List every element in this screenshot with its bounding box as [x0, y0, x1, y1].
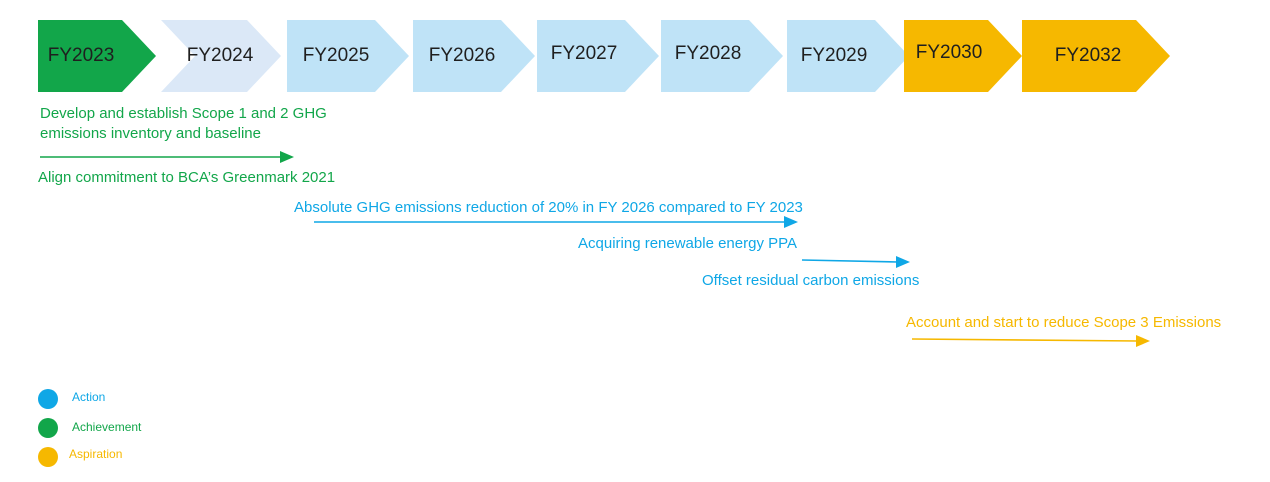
timeline-step-fy2027: FY2027	[537, 20, 659, 92]
blue-arrow-icon	[314, 216, 798, 228]
chevron-shape-icon	[38, 20, 156, 92]
timeline-step-label: FY2025	[302, 45, 370, 66]
timeline-step-label: FY2023	[47, 45, 115, 66]
blue-arrow-icon	[801, 256, 910, 268]
note-offset: Offset residual carbon emissions	[702, 272, 920, 289]
legend-label-aspiration: Aspiration	[69, 447, 123, 461]
note-greenmark: Align commitment to BCA’s Greenmark 2021	[38, 169, 336, 186]
timeline-step-fy2030: FY2030	[904, 20, 1022, 92]
timeline-step-label: FY2029	[800, 45, 868, 66]
timeline-step-fy2032: FY2032	[1022, 20, 1170, 92]
timeline-step-fy2023: FY2023	[38, 20, 156, 92]
legend-dot-aspiration	[38, 447, 58, 467]
legend-dot-action	[38, 389, 58, 409]
legend-dot-achievement	[38, 418, 58, 438]
chevron-shape-icon	[1022, 20, 1170, 92]
timeline-step-label: FY2027	[550, 43, 618, 64]
timeline-step-fy2026: FY2026	[413, 20, 535, 92]
legend-label-achievement: Achievement	[72, 420, 142, 434]
chevron-shape-icon	[287, 20, 409, 92]
timeline-step-label: FY2024	[186, 45, 254, 66]
chevron-shape-icon	[161, 20, 281, 92]
chevron-shape-icon	[904, 20, 1022, 92]
timeline-step-fy2029: FY2029	[787, 20, 909, 92]
note-absolute-reduction: Absolute GHG emissions reduction of 20% …	[294, 199, 803, 216]
amber-arrow-icon	[911, 335, 1150, 347]
green-arrow-icon	[40, 151, 294, 163]
timeline-step-fy2025: FY2025	[287, 20, 409, 92]
chevron-shape-icon	[661, 20, 783, 92]
timeline-step-label: FY2026	[428, 45, 496, 66]
chevron-shape-icon	[537, 20, 659, 92]
chevron-shape-icon	[413, 20, 535, 92]
note-develop-inventory-line-1: Develop and establish Scope 1 and 2 GHG	[40, 105, 327, 122]
note-renewable-ppa: Acquiring renewable energy PPA	[578, 235, 798, 252]
note-develop-inventory-line-2: emissions inventory and baseline	[40, 125, 261, 142]
timeline-step-label: FY2028	[674, 43, 742, 64]
timeline-step-label: FY2032	[1054, 45, 1122, 66]
timeline-step-fy2028: FY2028	[661, 20, 783, 92]
chevron-shape-icon	[787, 20, 909, 92]
note-scope3: Account and start to reduce Scope 3 Emis…	[906, 314, 1222, 331]
timeline-step-fy2024: FY2024	[161, 20, 281, 92]
legend-label-action: Action	[72, 390, 106, 404]
timeline-step-label: FY2030	[915, 42, 983, 63]
